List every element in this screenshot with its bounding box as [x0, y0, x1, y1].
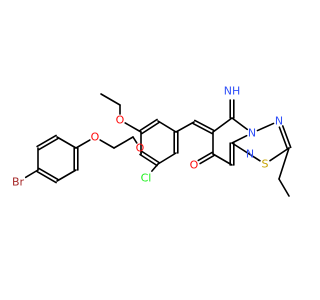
atom-label-nh-imino: NH	[224, 85, 241, 98]
single-bond-c16-s1	[269, 147, 290, 162]
single-bond-c7-c8	[113, 136, 134, 149]
double-bond-r5-r6	[141, 150, 160, 164]
single-bond-r3-cx	[175, 121, 195, 133]
single-bond-c8-o2	[132, 136, 138, 144]
single-bond-c9-c10	[100, 93, 121, 106]
single-bond-r5-cl	[151, 163, 159, 172]
single-bond-c16-c17	[278, 147, 290, 180]
atom-label-n-bridge: N	[248, 127, 256, 140]
double-bond-r1-r2	[141, 121, 160, 135]
bonds	[24, 93, 292, 197]
double-bond-cx-c11	[194, 119, 215, 132]
single-bond-c4-o1	[75, 139, 91, 149]
single-bond-r1-o3	[124, 122, 142, 133]
double-bond-c2-c3	[38, 137, 59, 151]
atom-label-o-phenoxy: O	[91, 131, 100, 144]
single-bond-n1-c14	[231, 134, 248, 144]
atom-label-o-ethoxy: O	[116, 114, 125, 127]
double-bond-r1-r2	[139, 118, 158, 132]
single-bond-r4-r5	[157, 152, 177, 165]
atom-label-n-thiadiazole: N	[275, 115, 283, 128]
double-bond-n2-c16	[281, 125, 292, 149]
double-bond-c6-c1	[38, 167, 59, 181]
double-bond-r5-r6	[139, 153, 158, 167]
double-bond-c2-c3	[36, 134, 57, 148]
atom-label-n-pyrimidine: N	[246, 148, 254, 161]
single-bond-n1-n2	[256, 122, 275, 132]
atom-label-s-thiadiazole: S	[262, 158, 269, 171]
atom-label-cl: Cl	[141, 172, 152, 185]
single-bond-c13-c12	[212, 153, 233, 166]
single-bond-br-c1	[24, 169, 39, 179]
double-bond-n2-c16	[278, 126, 289, 150]
single-bond-o1-c7	[99, 139, 115, 149]
atom-label-br: Br	[12, 176, 25, 189]
single-bond-s1-c14	[231, 142, 261, 162]
single-bond-c17-c18	[278, 178, 290, 197]
atom-label-o-carbonyl: O	[190, 159, 199, 172]
single-bond-c5-c6	[56, 169, 77, 182]
atom-label-o-ether: O	[136, 142, 145, 155]
double-bond-cx-c11	[192, 122, 213, 135]
single-bond-r2-r3	[157, 120, 177, 133]
single-bond-c11-c15	[212, 117, 233, 133]
double-bond-c6-c1	[36, 170, 57, 184]
double-bond-c12-o4	[199, 154, 215, 165]
single-bond-c15-n1	[231, 117, 248, 131]
double-bond-c12-o4	[197, 151, 213, 162]
single-bond-c3-c4	[56, 136, 77, 149]
